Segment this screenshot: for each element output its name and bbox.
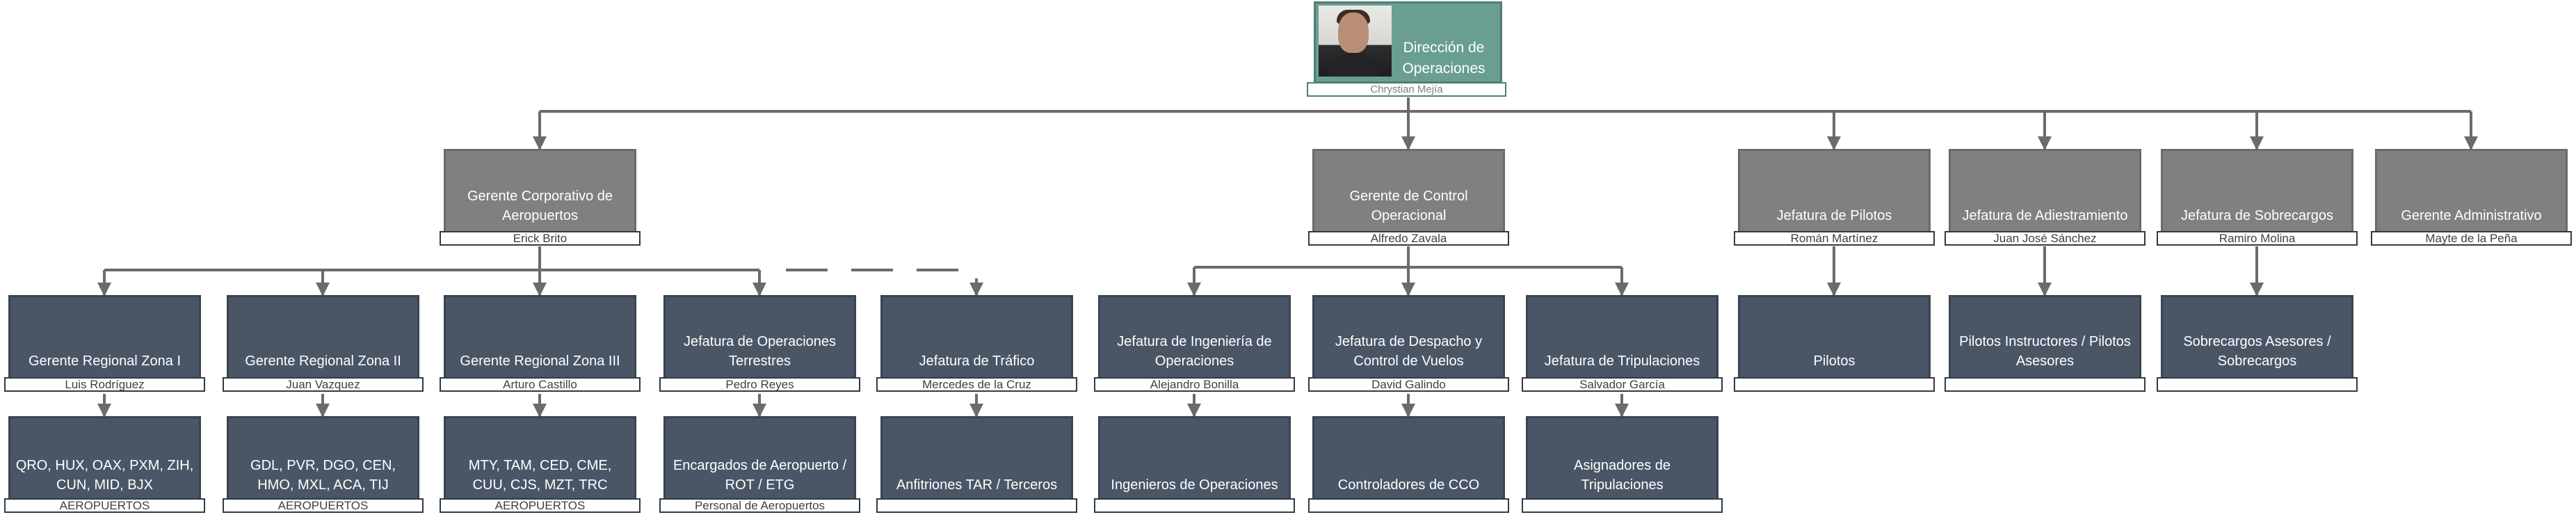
manager-name-label: Ramiro Molina <box>2157 231 2358 246</box>
level4-name-label: AEROPUERTOS <box>440 498 641 513</box>
level4-node[interactable]: MTY, TAM, CED, CME, CUU, CJS, MZT, TRC <box>444 416 636 505</box>
level3-title: Jefatura de Despacho y Control de Vuelos <box>1335 334 1483 369</box>
level3-name-label <box>1734 377 1935 392</box>
level3-title: Gerente Regional Zona II <box>245 354 401 369</box>
ceo-title: Dirección de Operaciones <box>1402 40 1486 77</box>
level3-title: Jefatura de Ingeniería de Operaciones <box>1117 334 1272 369</box>
manager-name-label: Mayte de la Peña <box>2371 231 2572 246</box>
level3-name-label: Pedro Reyes <box>659 377 860 392</box>
manager-name-label: Román Martínez <box>1734 231 1935 246</box>
level3-node[interactable]: Jefatura de Ingeniería de Operaciones <box>1098 295 1291 381</box>
level4-name-label <box>1308 498 1509 513</box>
level3-name-label: Alejandro Bonilla <box>1094 377 1295 392</box>
level4-name-label: AEROPUERTOS <box>223 498 424 513</box>
manager-name-label: Erick Brito <box>440 231 641 246</box>
level4-name-label: AEROPUERTOS <box>4 498 205 513</box>
level3-title: Jefatura de Operaciones Terrestres <box>683 334 837 369</box>
level3-title: Gerente Regional Zona I <box>28 354 182 369</box>
level4-name-label <box>1522 498 1723 513</box>
level3-name-label: Arturo Castillo <box>440 377 641 392</box>
level3-name-label: Mercedes de la Cruz <box>876 377 1077 392</box>
level3-title: Pilotos Instructores / Pilotos Asesores <box>1959 334 2131 369</box>
level4-title: Controladores de CCO <box>1337 477 1480 493</box>
level4-name-label <box>1094 498 1295 513</box>
manager-title: Jefatura de Sobrecargos <box>2180 208 2334 223</box>
ceo-name-label: Chrystian Mejía <box>1307 82 1506 97</box>
manager-name-label: Juan José Sánchez <box>1945 231 2146 246</box>
level3-node[interactable]: Pilotos Instructores / Pilotos Asesores <box>1949 295 2141 381</box>
level3-name-label: Juan Vazquez <box>223 377 424 392</box>
manager-name-label: Alfredo Zavala <box>1308 231 1509 246</box>
level4-title: QRO, HUX, OAX, PXM, ZIH, CUN, MID, BJX <box>15 458 194 493</box>
manager-node-control[interactable]: Gerente de Control Operacional <box>1312 149 1505 236</box>
level4-name-label: Personal de Aeropuertos <box>659 498 860 513</box>
ceo-photo <box>1319 6 1392 77</box>
manager-node-admin[interactable]: Gerente Administrativo <box>2375 149 2568 236</box>
level4-node[interactable]: Anfitriones TAR / Terceros <box>880 416 1073 505</box>
manager-node-training[interactable]: Jefatura de Adiestramiento <box>1949 149 2141 236</box>
level3-name-label: Luis Rodríguez <box>4 377 205 392</box>
level3-node[interactable]: Gerente Regional Zona I <box>8 295 201 381</box>
level4-title: Anfitriones TAR / Terceros <box>896 477 1058 493</box>
level4-node[interactable]: Encargados de Aeropuerto / ROT / ETG <box>663 416 856 505</box>
level4-title: MTY, TAM, CED, CME, CUU, CJS, MZT, TRC <box>468 458 612 493</box>
level4-title: GDL, PVR, DGO, CEN, HMO, MXL, ACA, TIJ <box>250 458 396 493</box>
manager-title: Jefatura de Adiestramiento <box>1962 208 2128 223</box>
level3-node[interactable]: Jefatura de Tripulaciones <box>1526 295 1718 381</box>
level4-node[interactable]: GDL, PVR, DGO, CEN, HMO, MXL, ACA, TIJ <box>227 416 419 505</box>
level3-name-label <box>1945 377 2146 392</box>
level3-title: Jefatura de Tráfico <box>919 354 1035 369</box>
level3-name-label: Salvador García <box>1522 377 1723 392</box>
level4-title: Ingenieros de Operaciones <box>1111 477 1278 493</box>
manager-title: Gerente Administrativo <box>2401 208 2542 223</box>
photo-face <box>1338 13 1369 53</box>
level4-node[interactable]: Ingenieros de Operaciones <box>1098 416 1291 505</box>
level4-node[interactable]: Asignadores de Tripulaciones <box>1526 416 1718 505</box>
level3-title: Sobrecargos Asesores / Sobrecargos <box>2183 334 2331 369</box>
level4-title: Encargados de Aeropuerto / ROT / ETG <box>673 458 847 493</box>
level3-node[interactable]: Gerente Regional Zona III <box>444 295 636 381</box>
level3-node[interactable]: Jefatura de Tráfico <box>880 295 1073 381</box>
manager-title: Gerente Corporativo de Aeropuertos <box>467 189 613 223</box>
level3-title: Pilotos <box>1813 354 1855 369</box>
level4-node[interactable]: QRO, HUX, OAX, PXM, ZIH, CUN, MID, BJX <box>8 416 201 505</box>
manager-node-cabin[interactable]: Jefatura de Sobrecargos <box>2161 149 2353 236</box>
level3-name-label: David Galindo <box>1308 377 1509 392</box>
manager-title: Gerente de Control Operacional <box>1349 189 1468 223</box>
level3-title: Jefatura de Tripulaciones <box>1544 354 1700 369</box>
photo-shirt <box>1328 53 1378 77</box>
level3-node[interactable]: Sobrecargos Asesores / Sobrecargos <box>2161 295 2353 381</box>
level3-name-label <box>2157 377 2358 392</box>
level3-node[interactable]: Jefatura de Operaciones Terrestres <box>663 295 856 381</box>
level4-name-label <box>876 498 1077 513</box>
manager-node-pilots[interactable]: Jefatura de Pilotos <box>1738 149 1931 236</box>
level3-node[interactable]: Gerente Regional Zona II <box>227 295 419 381</box>
manager-title: Jefatura de Pilotos <box>1776 208 1892 223</box>
level3-node[interactable]: Jefatura de Despacho y Control de Vuelos <box>1312 295 1505 381</box>
level3-title: Gerente Regional Zona III <box>460 354 620 369</box>
level4-node[interactable]: Controladores de CCO <box>1312 416 1505 505</box>
level4-title: Asignadores de Tripulaciones <box>1574 458 1671 493</box>
level3-node[interactable]: Pilotos <box>1738 295 1931 381</box>
manager-node-airports[interactable]: Gerente Corporativo de Aeropuertos <box>444 149 636 236</box>
